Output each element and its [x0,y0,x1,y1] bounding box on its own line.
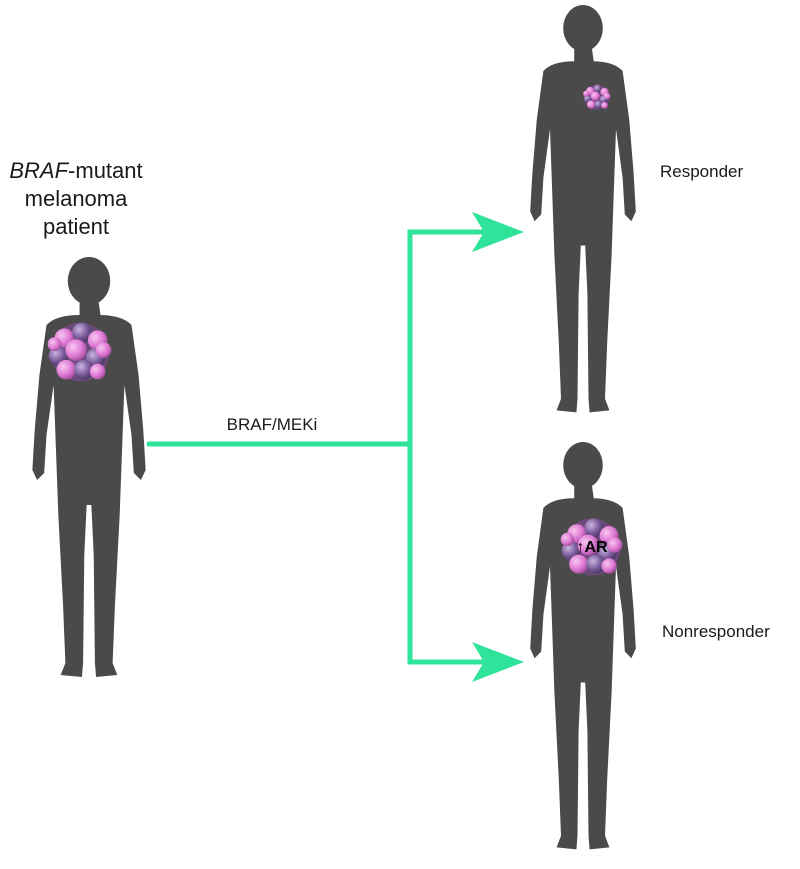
patient-label: BRAF-mutant [9,158,142,183]
responder-label: Responder [660,162,744,181]
patient-label-line2: melanoma [25,186,128,211]
treatment-label: BRAF/MEKi [227,415,318,434]
nonresponder-figure [530,441,636,850]
patient-label-line3: patient [43,214,109,239]
patient-label-rest: -mutant [68,158,143,183]
ar-marker-label: ↑AR [576,539,608,556]
nonresponder-label: Nonresponder [662,622,770,641]
arrowhead-nonresponder [472,642,524,682]
patient-label-italic: BRAF [9,158,69,183]
patient-figure [32,257,146,677]
responder-figure [530,4,636,413]
branch-to-responder [407,229,490,444]
treatment-arrows [147,212,524,682]
arrowhead-responder [472,212,524,252]
branch-to-nonresponder [407,444,490,665]
